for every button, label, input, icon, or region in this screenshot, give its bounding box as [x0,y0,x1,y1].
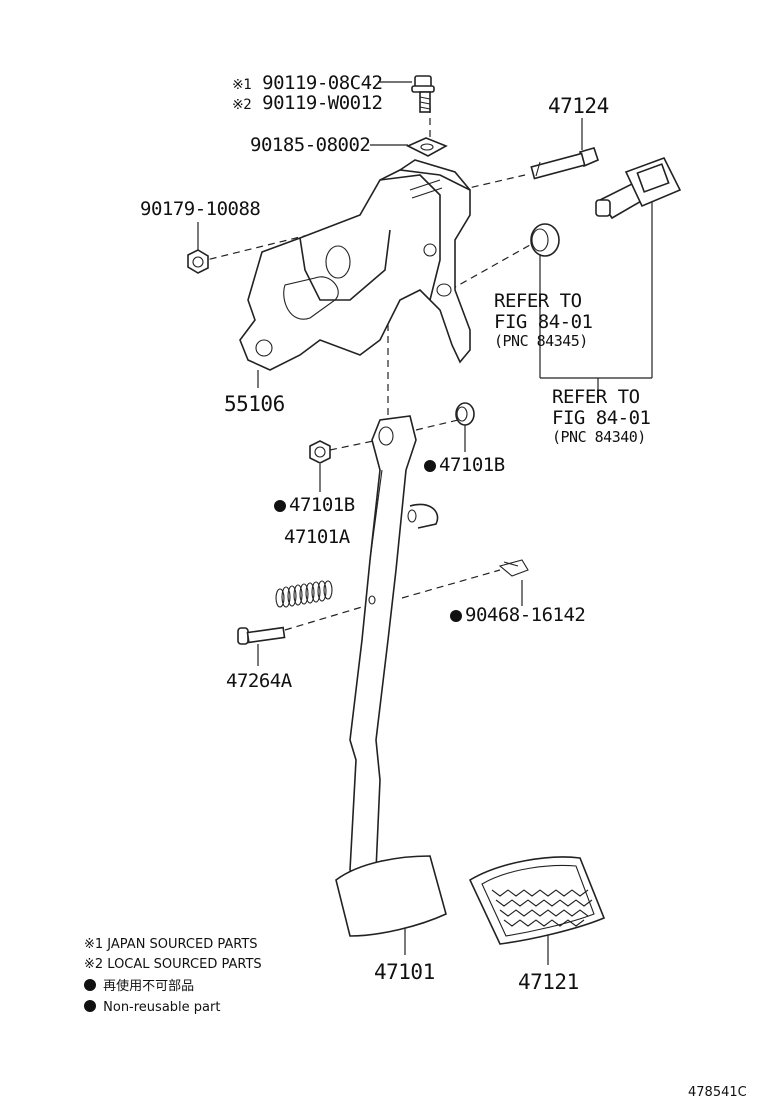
pedal-arm-icon [349,415,439,882]
note-japan-sourced: ※1 JAPAN SOURCED PARTS [84,937,258,952]
part-number: 90468-16142 [465,604,586,626]
bushing-right-icon [455,402,475,426]
bolt-icon [411,75,435,113]
label-pedal-pad: 47121 [518,970,579,994]
refer-a-line3: (PNC 84345) [494,332,588,350]
part-number: 47101B [289,494,355,516]
non-reusable-dot-icon [450,610,462,622]
leader-lines [197,81,653,965]
label-bracket: 55106 [224,392,285,416]
note-text: 再使用不可部品 [103,979,195,994]
label-nut: 90179-10088 [140,198,261,220]
label-washer: 90185-08002 [250,134,371,156]
mark-2: ※2 [232,97,252,113]
pedal-bracket-icon [239,159,471,371]
label-clip: 90468-16142 [450,604,586,626]
bushing-left-icon [309,440,331,464]
return-spring-icon [275,580,333,608]
note-local-sourced: ※2 LOCAL SOURCED PARTS [84,957,262,972]
part-number: 47101B [439,454,505,476]
label-bolt-local: ※2 90119-W0012 [232,92,383,114]
refer-b-line1: REFER TO [552,386,640,408]
label-spring-pin: 47264A [226,670,292,692]
non-reusable-dot-icon [84,979,96,991]
refer-a-line2: FIG 84-01 [494,311,593,333]
note-non-reusable-en: Non-reusable part [84,1000,220,1014]
refer-a-line1: REFER TO [494,290,582,312]
pin-bolt-icon [530,147,599,180]
pedal-pad-icon [468,856,606,945]
spring-pin-icon [237,626,286,645]
part-number: 90119-W0012 [262,92,383,114]
label-bushing-right: 47101B [424,456,505,475]
non-reusable-dot-icon [274,500,286,512]
stop-switch-icon [595,157,682,220]
part-number: 90119-08C42 [262,72,383,94]
cushion-icon [530,223,560,257]
refer-b-line2: FIG 84-01 [552,407,651,429]
pedal-plate-icon [335,855,447,937]
figure-id: 478541C [688,1085,747,1100]
nut-icon [187,249,209,274]
washer-icon [406,137,448,157]
note-non-reusable-jp: 再使用不可部品 [84,979,194,993]
label-bushing-left: 47101B [274,496,355,515]
mark-1: ※1 [232,77,252,93]
clip-icon [498,559,529,577]
non-reusable-dot-icon [84,1000,96,1012]
label-pedal-arm: 47101 [374,960,435,984]
label-pin-bolt: 47124 [548,94,609,118]
label-bolt-japan: ※1 90119-08C42 [232,72,383,94]
note-text: Non-reusable part [103,1000,221,1015]
refer-b-line3: (PNC 84340) [552,428,646,446]
label-spring: 47101A [284,526,350,548]
non-reusable-dot-icon [424,460,436,472]
assembly-dashed-lines [197,106,531,631]
